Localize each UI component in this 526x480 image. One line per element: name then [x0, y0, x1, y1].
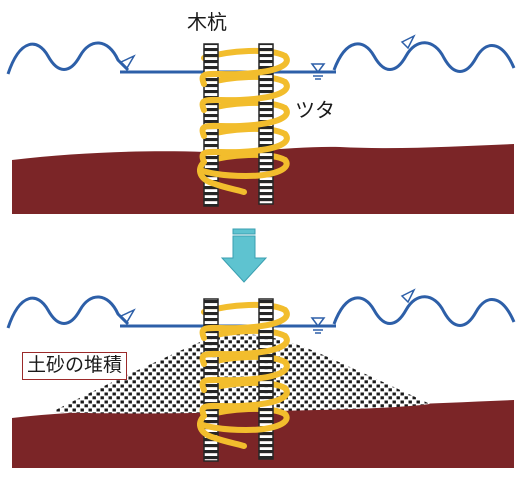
top-right-wave-arrow-icon	[400, 34, 416, 50]
top-vine-front	[197, 53, 290, 195]
bottom-water-level-icon	[310, 317, 326, 334]
sediment-mound	[52, 333, 430, 414]
bottom-vine-front	[197, 307, 290, 449]
bottom-panel	[6, 288, 516, 468]
top-left-wave-arrow-icon	[119, 54, 136, 70]
bottom-left-wave	[6, 295, 130, 329]
pile-label: 木杭	[187, 10, 227, 34]
top-right-wave	[332, 41, 516, 73]
sediment-label: 土砂の堆積	[22, 352, 128, 380]
bottom-right-wave-arrow-icon	[400, 288, 416, 304]
bottom-right-wave	[332, 295, 516, 327]
vine-label: ツタ	[295, 98, 335, 122]
top-panel	[6, 34, 516, 214]
down-arrow-icon	[220, 228, 268, 283]
bottom-left-wave-arrow-icon	[119, 308, 136, 324]
top-left-wave	[6, 41, 130, 75]
top-water-level-icon	[310, 63, 326, 80]
